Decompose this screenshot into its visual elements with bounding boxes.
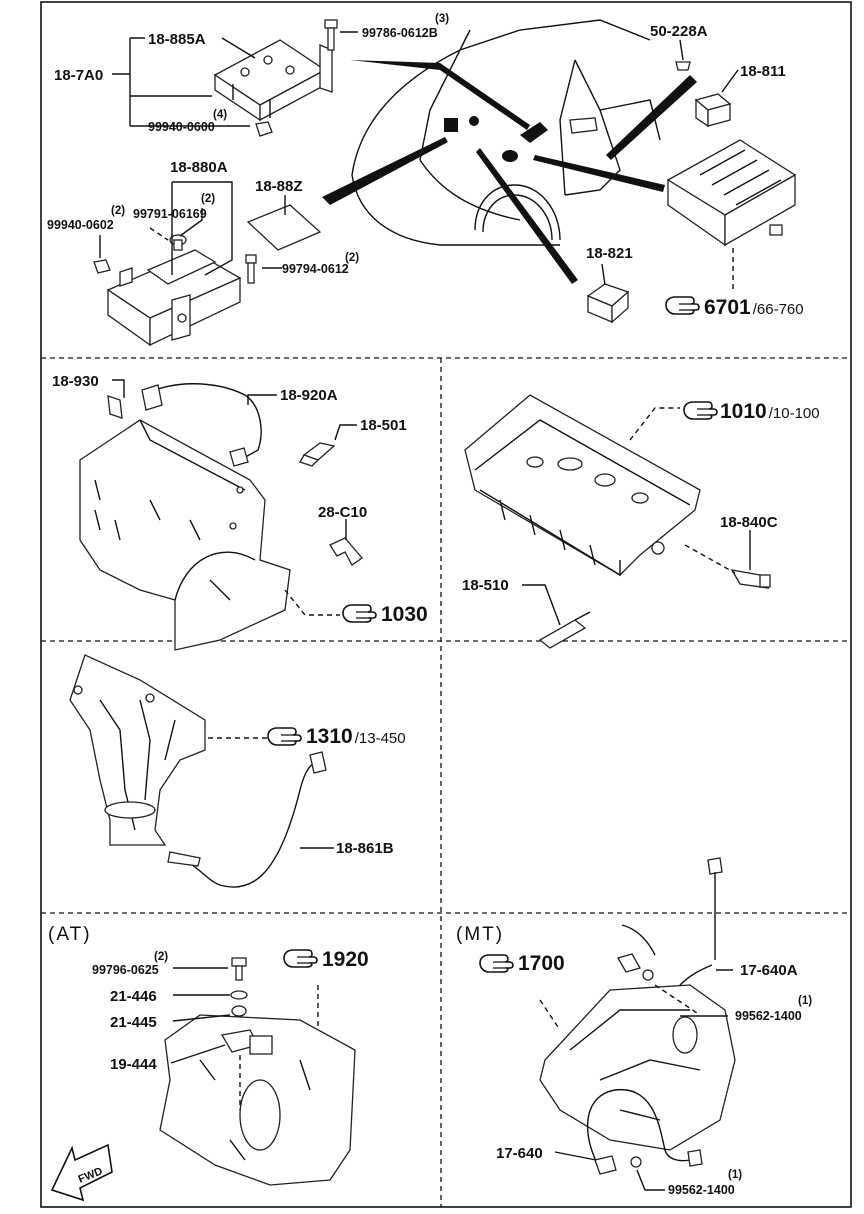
quantity-label: (4) — [213, 109, 227, 121]
part-label: 17-640 — [496, 1145, 543, 1162]
speed-sensor-part — [220, 1029, 273, 1055]
sensor-harness — [141, 383, 262, 467]
reference-link[interactable]: 1030 — [381, 603, 428, 626]
mt-panel: (MT) 1700 17-640A (1) 99562- — [456, 857, 812, 1197]
bracket-part — [107, 395, 123, 419]
part-label: 18-885A — [148, 31, 206, 48]
engine-block — [79, 419, 291, 651]
top-panel: 18-885A 18-7A0 (3) 99786-0612B (4) 99940… — [47, 13, 804, 347]
part-label: 99791-06169 — [133, 207, 207, 221]
at-panel: (AT) (2) 99796-0625 21-446 21-445 19-444… — [48, 924, 369, 1202]
fwd-arrow-icon: FWD — [50, 1143, 113, 1202]
quantity-label: (2) — [111, 205, 125, 217]
part-label: 50-228A — [650, 23, 708, 40]
cylinder-head — [464, 394, 701, 577]
part-label: 99794-0612 — [282, 262, 349, 276]
reference-link[interactable]: 1310/13-450 — [306, 725, 406, 748]
variant-label: (MT) — [456, 924, 504, 945]
part-label: 21-446 — [110, 988, 157, 1005]
fuse-box — [666, 139, 797, 247]
part-label: 18-88Z — [255, 178, 303, 195]
o2-sensor — [167, 751, 327, 888]
quantity-label: (1) — [728, 1169, 742, 1181]
exhaust-panel: 1310/13-450 18-861B — [69, 654, 406, 888]
reference-link[interactable]: 1010/10-100 — [720, 400, 820, 423]
part-label: 18-880A — [170, 159, 228, 176]
control-module — [106, 249, 242, 347]
transmission-mt — [539, 984, 736, 1151]
part-label: 18-501 — [360, 417, 407, 434]
label-sheet-part — [246, 204, 322, 251]
variant-label: (AT) — [48, 924, 92, 945]
bolt-part — [324, 19, 338, 51]
pointing-hand-icon — [665, 296, 700, 315]
pointing-hand-icon — [479, 954, 514, 973]
sensor-part — [299, 442, 336, 467]
part-label: 99562-1400 — [735, 1009, 802, 1023]
nut-part — [93, 259, 111, 274]
part-label: 18-920A — [280, 387, 338, 404]
clip-part — [329, 537, 363, 566]
relay-part — [586, 283, 630, 324]
part-label: 99940-0602 — [47, 218, 114, 232]
quantity-label: (3) — [435, 13, 449, 25]
pointing-hand-icon — [283, 949, 318, 968]
pointing-hand-icon — [683, 401, 718, 420]
vehicle-outline — [351, 19, 661, 246]
quantity-label: (2) — [154, 951, 168, 963]
exhaust-manifold — [69, 654, 206, 846]
part-label: 18-510 — [462, 577, 509, 594]
diagram-frame — [40, 1, 852, 1208]
harness-part — [586, 1089, 703, 1175]
relay-part — [694, 93, 732, 128]
mid-right-panel: 1010/10-100 18-840C 18-510 — [462, 394, 820, 649]
part-label: 99796-0625 — [92, 963, 159, 977]
washer-part — [230, 990, 248, 1000]
quantity-label: (2) — [201, 193, 215, 205]
part-label: 18-7A0 — [54, 67, 103, 84]
sensor-part — [538, 611, 591, 649]
module-location — [444, 118, 458, 132]
part-label: 19-444 — [110, 1056, 157, 1073]
harness-part — [617, 857, 723, 986]
part-label: 21-445 — [110, 1014, 157, 1031]
part-label: 17-640A — [740, 962, 798, 979]
clip-part — [675, 61, 691, 71]
sensor-part — [730, 569, 771, 589]
bolt-part — [231, 957, 247, 981]
quantity-label: (1) — [798, 995, 812, 1007]
oring-part — [231, 1005, 247, 1017]
part-label: 18-821 — [586, 245, 633, 262]
part-label: 18-861B — [336, 840, 394, 857]
reference-link[interactable]: 1700 — [518, 952, 565, 975]
part-label: 28-C10 — [318, 504, 367, 521]
part-label: 99940-0600 — [148, 120, 215, 134]
nut-part — [255, 121, 273, 137]
part-label: 99786-0612B — [362, 26, 438, 40]
bracket-part — [213, 39, 333, 122]
part-label: 18-930 — [52, 373, 99, 390]
part-label: 99562-1400 — [668, 1183, 735, 1197]
pointing-hand-icon — [267, 727, 302, 746]
quantity-label: (2) — [345, 252, 359, 264]
transmission-at — [159, 1014, 356, 1186]
pointing-hand-icon — [342, 604, 377, 623]
screw-part — [169, 234, 187, 251]
part-label: 18-811 — [740, 63, 786, 80]
reference-link[interactable]: 1920 — [322, 948, 369, 971]
bolt-part — [245, 254, 257, 284]
reference-link[interactable]: 6701/66-760 — [704, 296, 804, 319]
part-label: 18-840C — [720, 514, 778, 531]
mid-left-panel: 18-930 18-920A 18-501 28-C10 1030 — [52, 373, 428, 651]
